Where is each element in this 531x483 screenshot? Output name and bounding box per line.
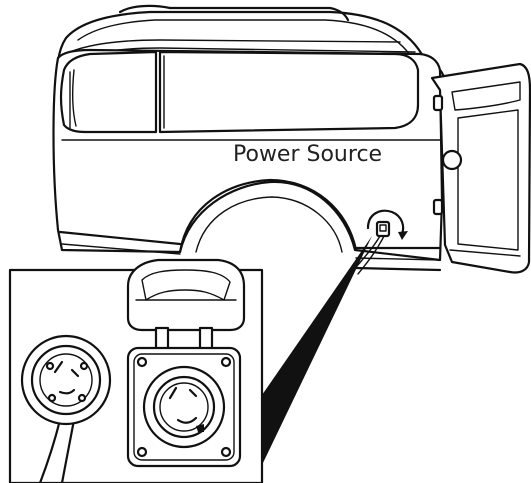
trailer-outlet: [351, 220, 391, 275]
trailer-body: [52, 4, 450, 272]
twist-lock-plug-icon: [20, 334, 112, 483]
twist-lock-outlet-icon: [126, 258, 246, 468]
rear-hatch: [430, 62, 531, 274]
rotate-arrow-icon: [366, 209, 408, 240]
callout-pointer: [262, 236, 372, 465]
power-source-label: Power Source: [233, 142, 382, 167]
connector-inset: [8, 258, 264, 483]
